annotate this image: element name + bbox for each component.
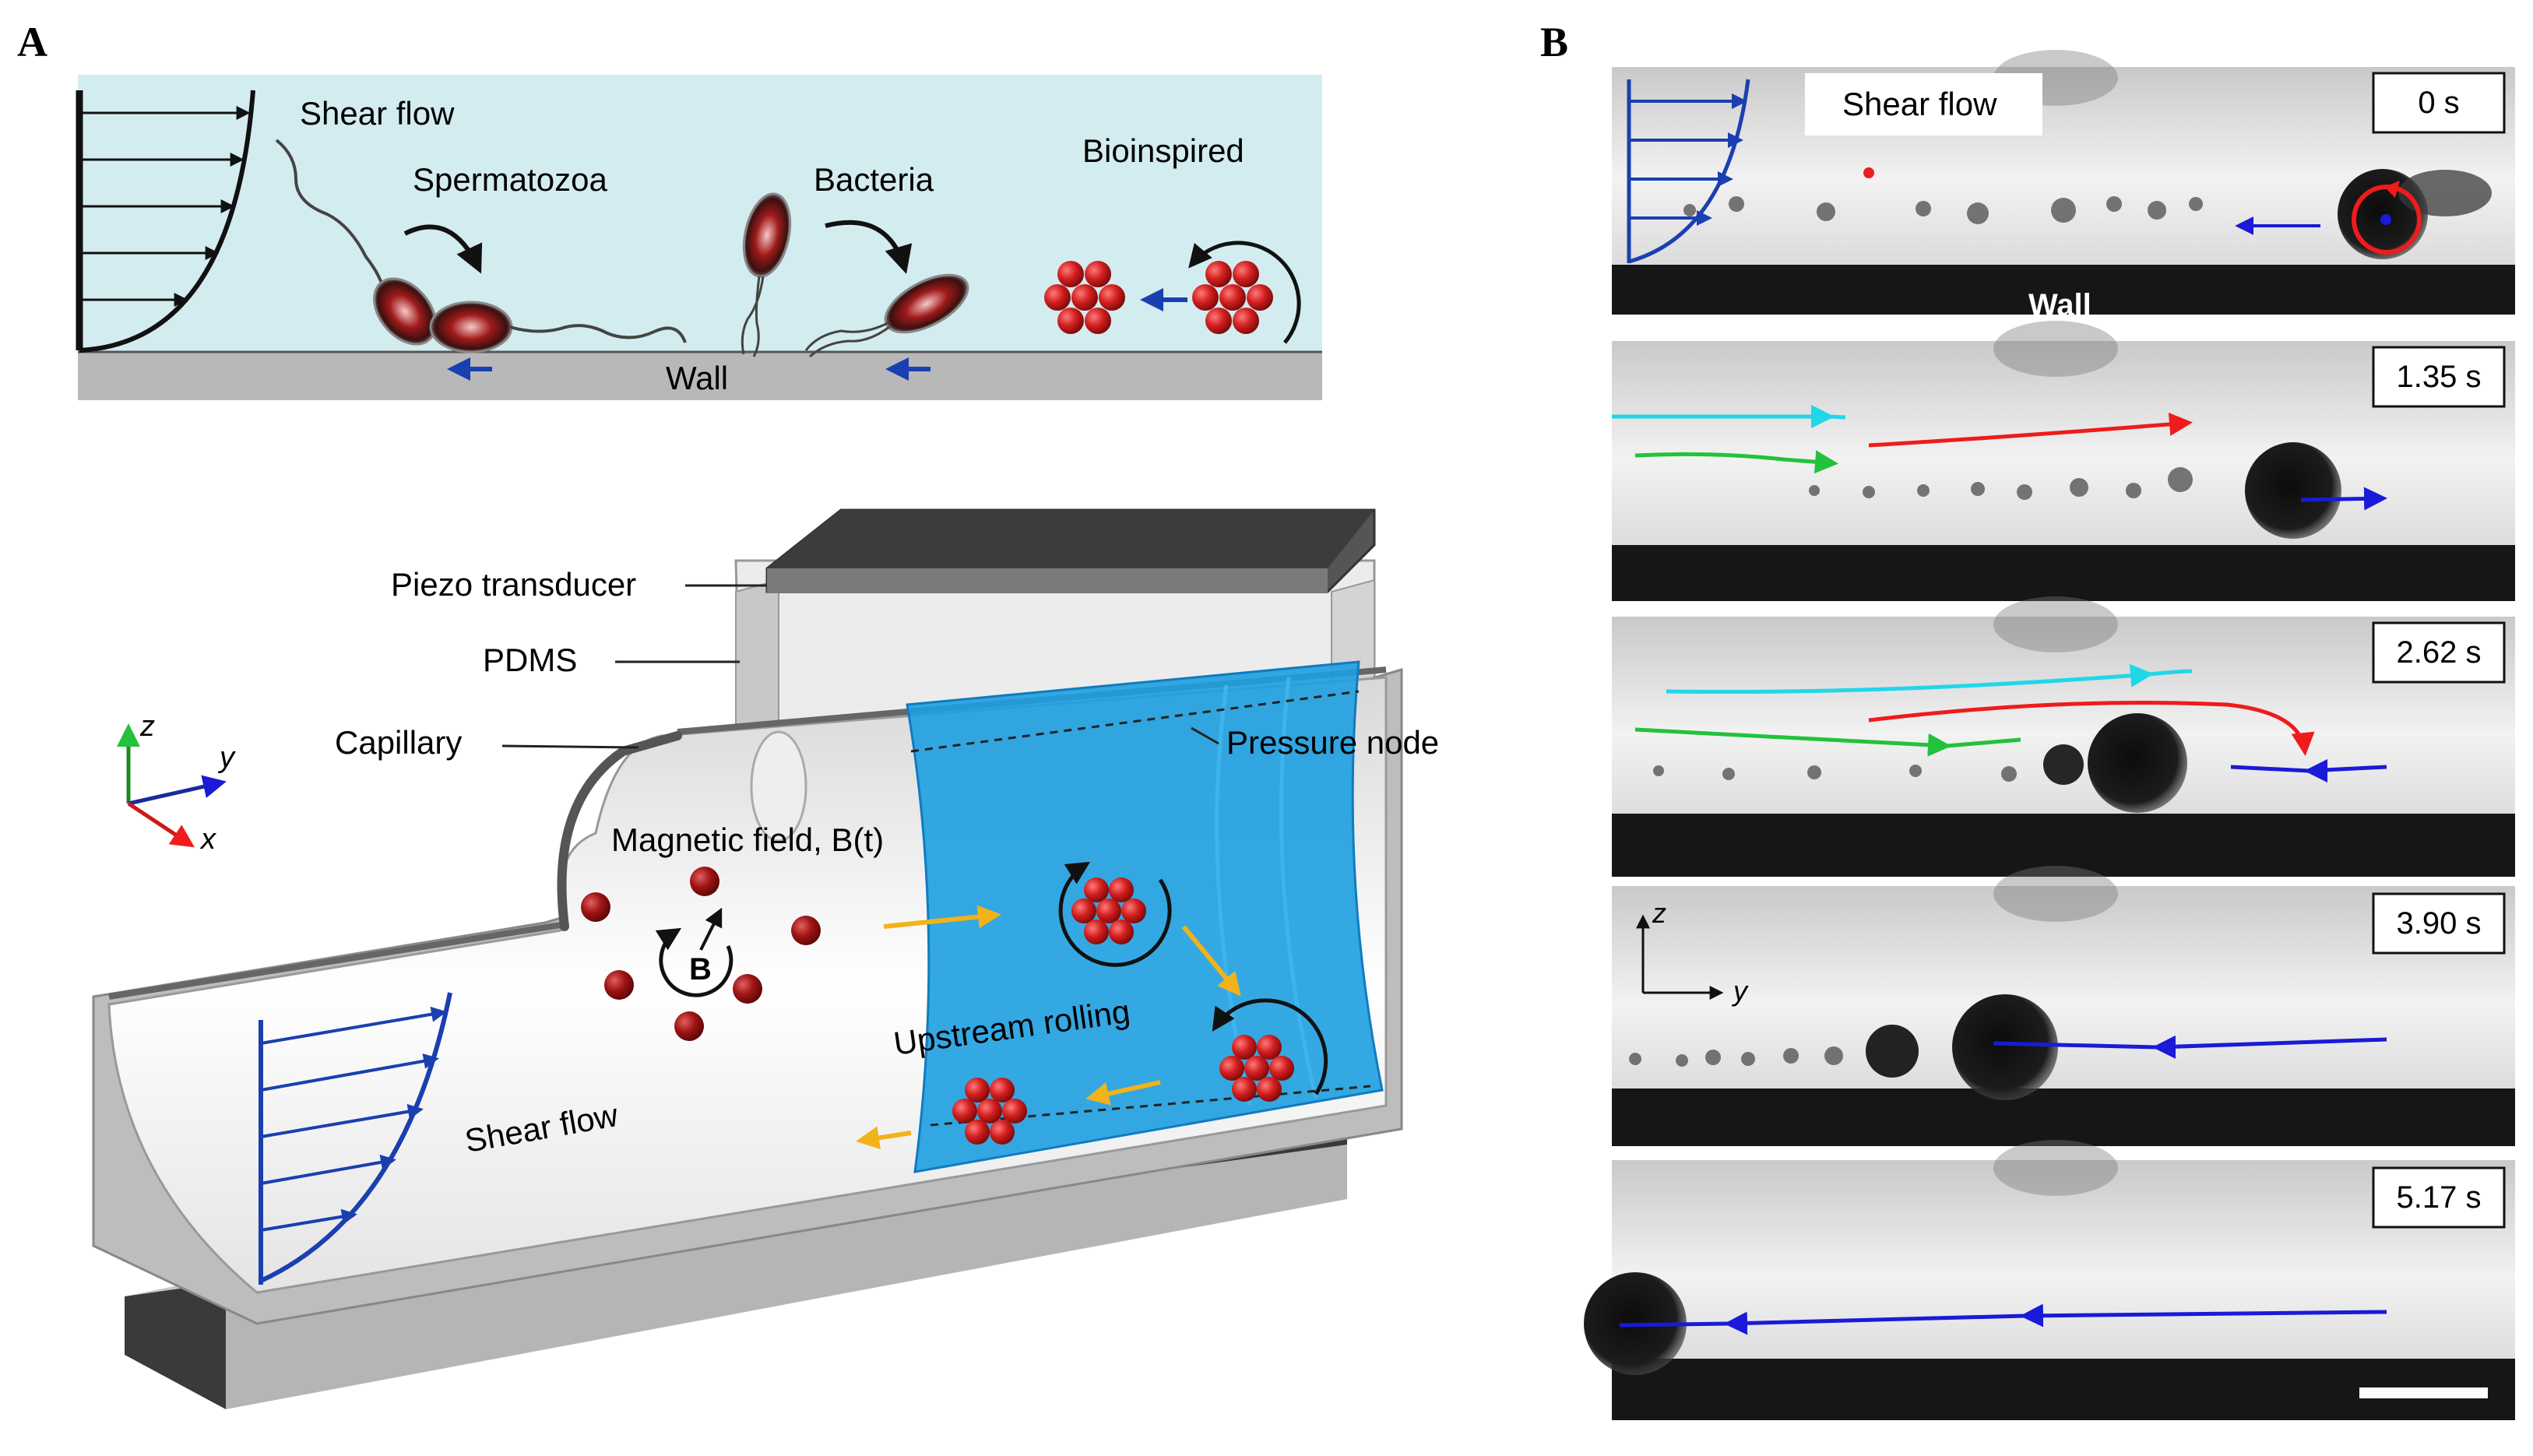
time-box-3: [2372, 892, 2506, 955]
pressure-node-bottom-line: [930, 1085, 1371, 1127]
time-label-4: 5.17 s: [2397, 1180, 2482, 1215]
swimmer-inset: Shear flow Spermatozoa Bacteria: [76, 75, 1322, 400]
spermatozoa-illustration: [275, 139, 687, 353]
time-box-2: [2372, 621, 2506, 684]
axis-z-label: z: [139, 710, 155, 743]
device-schematic: Shear flow B: [92, 508, 1439, 1409]
b-rotation-arrow: [655, 927, 734, 997]
frame-shear-flow-label: Shear flow: [1842, 86, 1997, 122]
bioinspired-illustration: [1044, 241, 1301, 344]
bioinspired-cluster-right: [1192, 261, 1273, 334]
frame-wall-label: Wall: [2028, 288, 2091, 322]
bacterium-upright: [742, 192, 792, 278]
inset-shear-flow-label: Shear flow: [300, 95, 455, 132]
pressure-node-leader: [1191, 726, 1219, 745]
sperm-rotation-arrow: [403, 224, 483, 274]
bioinspired-cluster-left: [1044, 261, 1125, 334]
capillary-tube: [557, 731, 682, 931]
panel-b-letter: B: [1540, 19, 1568, 65]
piezo-front-face: [767, 568, 1328, 593]
frame-1-35s: 1.35 s: [1612, 321, 2515, 601]
acoustic-inner-fold-2: [1279, 677, 1318, 1099]
capillary-label: Capillary: [335, 724, 462, 761]
time-box-4: [2372, 1166, 2506, 1229]
time-label-3: 3.90 s: [2397, 906, 2482, 941]
axis-y-label: y: [217, 741, 236, 774]
pdms-label: PDMS: [483, 642, 577, 678]
frame-axes: [1636, 914, 1724, 1000]
axis-x-label: x: [199, 823, 217, 856]
frame-axis-y-label: y: [1731, 975, 1749, 1007]
time-label-1: 1.35 s: [2397, 360, 2482, 394]
capillary-leader: [501, 744, 639, 749]
magnetic-particles: [581, 867, 821, 1041]
magnetic-field-label: Magnetic field, B(t): [611, 821, 884, 858]
pdms-left-pillar: [735, 579, 779, 737]
frame-axis-z-label: z: [1652, 897, 1666, 929]
base-front: [226, 1145, 1347, 1409]
acoustic-region-highlight: [906, 660, 1384, 1173]
time-box-0: [2372, 72, 2506, 134]
inset-wall: [78, 352, 1322, 400]
b-vector-arrow: [699, 907, 723, 951]
bacteria-illustration: [741, 192, 969, 358]
pressure-node-label: Pressure node: [1226, 724, 1439, 761]
piezo-label: Piezo transducer: [391, 566, 636, 603]
inset-flow-profile: [76, 90, 255, 353]
panel-a-axes: [117, 723, 227, 848]
pressure-node-top-line: [910, 690, 1360, 753]
time-lapse-frames: Shear flow Wall 0 s 1.35 s: [1584, 50, 2515, 1420]
time-label-0: 0 s: [2418, 86, 2459, 120]
sperm-head-tilted: [373, 277, 437, 346]
rolling-cluster-top: [1058, 861, 1172, 967]
scale-bar: [2359, 1387, 2488, 1398]
inset-bacteria-label: Bacteria: [814, 161, 934, 198]
inset-wall-label: Wall: [666, 360, 728, 396]
inset-bioinspired-label: Bioinspired: [1082, 132, 1244, 169]
sperm-head-aligned: [429, 301, 513, 353]
bioinspired-rotation-arrow: [1188, 241, 1301, 344]
inset-background: [78, 75, 1322, 355]
rolling-path-arrows: [856, 905, 1241, 1150]
frame-3-90s: z y 3.90 s: [1612, 866, 2515, 1146]
capillary-inlet: [750, 730, 807, 842]
frame-flow-profile: [1627, 79, 1750, 264]
bacteria-rotation-arrow: [825, 220, 913, 274]
panel-a-letter: A: [17, 19, 47, 65]
frame-0s: Shear flow Wall 0 s: [1612, 50, 2515, 322]
time-box-1: [2372, 346, 2506, 408]
rolling-cluster-bottom: [952, 1078, 1027, 1145]
time-label-2: 2.62 s: [2397, 635, 2482, 670]
b-field-label: B: [689, 952, 712, 986]
frame-2-62s: 2.62 s: [1612, 596, 2515, 877]
channel-flow-profile: [259, 992, 452, 1285]
shear-flow-tag: [1805, 73, 2042, 135]
inset-spermatozoa-label: Spermatozoa: [413, 161, 607, 198]
frame-5-17s: 5.17 s: [1584, 1140, 2515, 1420]
rolling-cluster-right: [1212, 998, 1328, 1102]
piezo-top-face: [767, 510, 1374, 568]
